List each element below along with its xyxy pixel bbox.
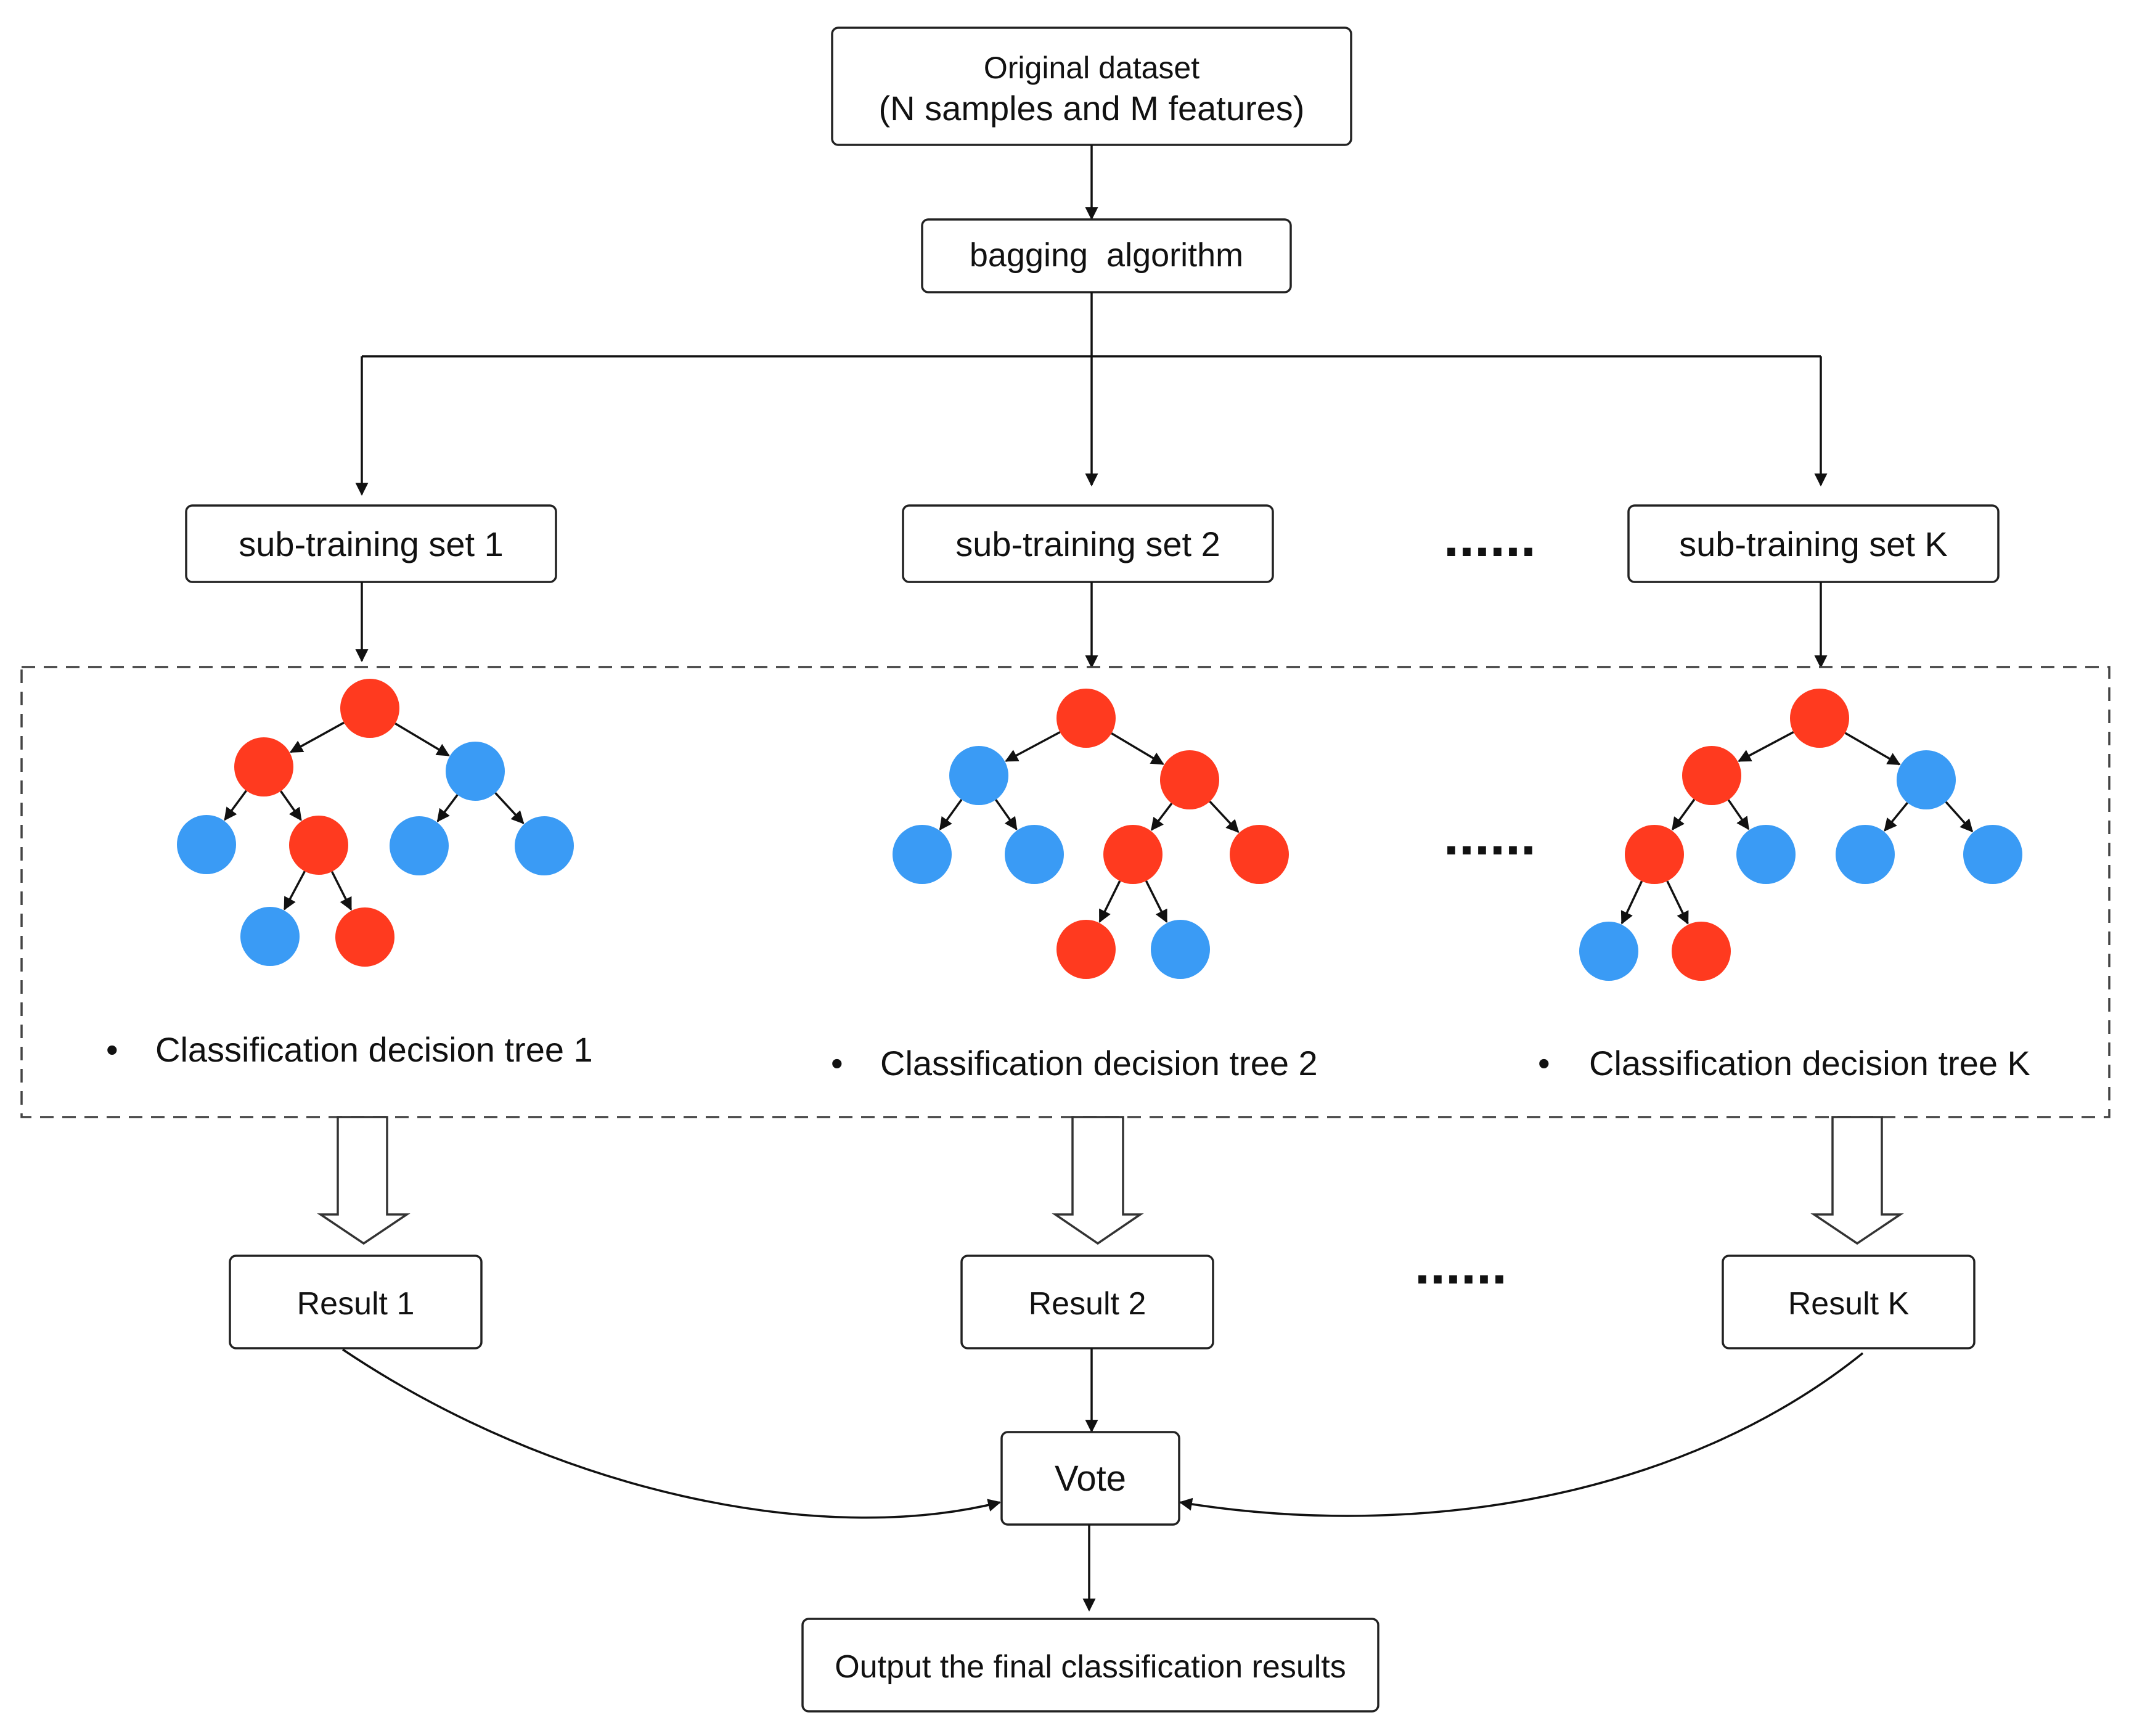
tree-node-blue [1005,825,1064,884]
result-1-label: Result 1 [297,1286,415,1322]
tree-edge [331,871,353,911]
tree-node-blue [949,746,1008,805]
tree-node-red [289,816,348,875]
tree-k-bullet: • [1538,1044,1550,1083]
tree-edge [939,798,963,831]
tree-node-blue [515,816,574,875]
sub-training-set-1-node: sub-training set 1 [185,504,557,583]
ellipsis-trees: ...... [1444,805,1536,867]
ellipsis-subsets: ...... [1444,507,1536,568]
tree-node-red [1672,922,1731,981]
tree-node-red [340,679,399,738]
tree-edge [284,870,306,911]
tree-node-red [1682,746,1741,805]
classification-tree-2 [893,689,1289,979]
tree-edge [494,792,525,824]
tree-edge [995,799,1018,830]
tree-edge [1666,880,1689,925]
hollow-arrow-tree-2-to-result [1052,1116,1144,1245]
tree-edge [1145,880,1168,923]
tree-node-red [1625,825,1684,884]
tree-edge [289,721,345,753]
sub-training-set-1-label: sub-training set 1 [239,525,504,563]
tree-edge [1738,731,1794,763]
original-dataset-title: Original dataset [984,51,1199,85]
tree-node-red [1160,750,1219,809]
tree-edge [1620,880,1643,925]
tree-node-blue [446,742,505,801]
tree-node-red [1056,689,1116,748]
tree-k-label: Classification decision tree K [1589,1044,2030,1083]
tree-node-red [1056,920,1116,979]
result-2-label: Result 2 [1029,1286,1146,1322]
tree-node-blue [177,815,236,874]
result-k-label: Result K [1788,1286,1910,1322]
hollow-arrow-tree-1-to-result [317,1116,411,1245]
tree-edge [1150,803,1173,831]
sub-training-set-2-node: sub-training set 2 [902,504,1274,583]
tree-node-blue [1963,825,2022,884]
tree-2-label: Classification decision tree 2 [880,1044,1318,1083]
tree-node-blue [240,907,300,966]
decision-trees-region [20,666,2111,1118]
tree-node-blue [1151,920,1210,979]
curve-result-k-to-vote [1179,1352,1864,1517]
result-2-node: Result 2 [960,1255,1214,1349]
result-1-node: Result 1 [229,1255,483,1349]
hollow-arrow-tree-k-to-result [1810,1116,1904,1245]
tree-node-red [1103,825,1163,884]
tree-1-label: Classification decision tree 1 [155,1030,593,1069]
ellipsis-results: ...... [1415,1234,1507,1296]
tree-edge [1945,801,1974,833]
original-dataset-node: Original dataset (N samples and M featur… [831,27,1352,146]
output-label: Output the final classification results [835,1649,1346,1685]
bagging-algorithm-label: bagging algorithm [970,237,1243,274]
tree-edge [1671,798,1696,831]
result-k-node: Result K [1722,1255,1976,1349]
tree-node-red [1230,825,1289,884]
tree-edge [224,790,247,821]
tree-edge [436,794,459,822]
tree-edge [394,723,450,756]
tree-edge [1098,880,1121,923]
tree-node-blue [1736,825,1796,884]
curve-result-1-to-vote [342,1348,1002,1519]
classification-tree-k [1579,689,2022,981]
tree-node-blue [390,816,449,875]
tree-node-blue [893,825,952,884]
tree-edge [1884,802,1908,832]
tree-node-blue [1897,750,1956,809]
vote-node: Vote [1000,1431,1180,1526]
classification-tree-1 [177,679,574,967]
tree-edge [1844,732,1901,766]
tree-edge [1111,732,1164,765]
vote-label: Vote [1055,1459,1126,1499]
bagging-algorithm-node: bagging algorithm [921,218,1292,293]
sub-training-set-k-node: sub-training set K [1627,504,2000,583]
tree-node-red [335,907,394,967]
tree-edge [1727,799,1750,830]
tree-node-blue [1836,825,1895,884]
tree-1-bullet: • [106,1030,118,1069]
tree-edge [1209,800,1240,833]
sub-training-set-k-label: sub-training set K [1679,525,1948,563]
tree-node-red [1790,689,1849,748]
output-node: Output the final classification results [801,1618,1379,1713]
tree-node-blue [1579,922,1638,981]
tree-edge [280,790,302,821]
tree-edge [1005,731,1061,762]
tree-node-red [234,737,293,796]
tree-2-bullet: • [831,1044,843,1083]
sub-training-set-2-label: sub-training set 2 [955,525,1220,563]
original-dataset-subtitle: (N samples and M features) [879,89,1305,128]
